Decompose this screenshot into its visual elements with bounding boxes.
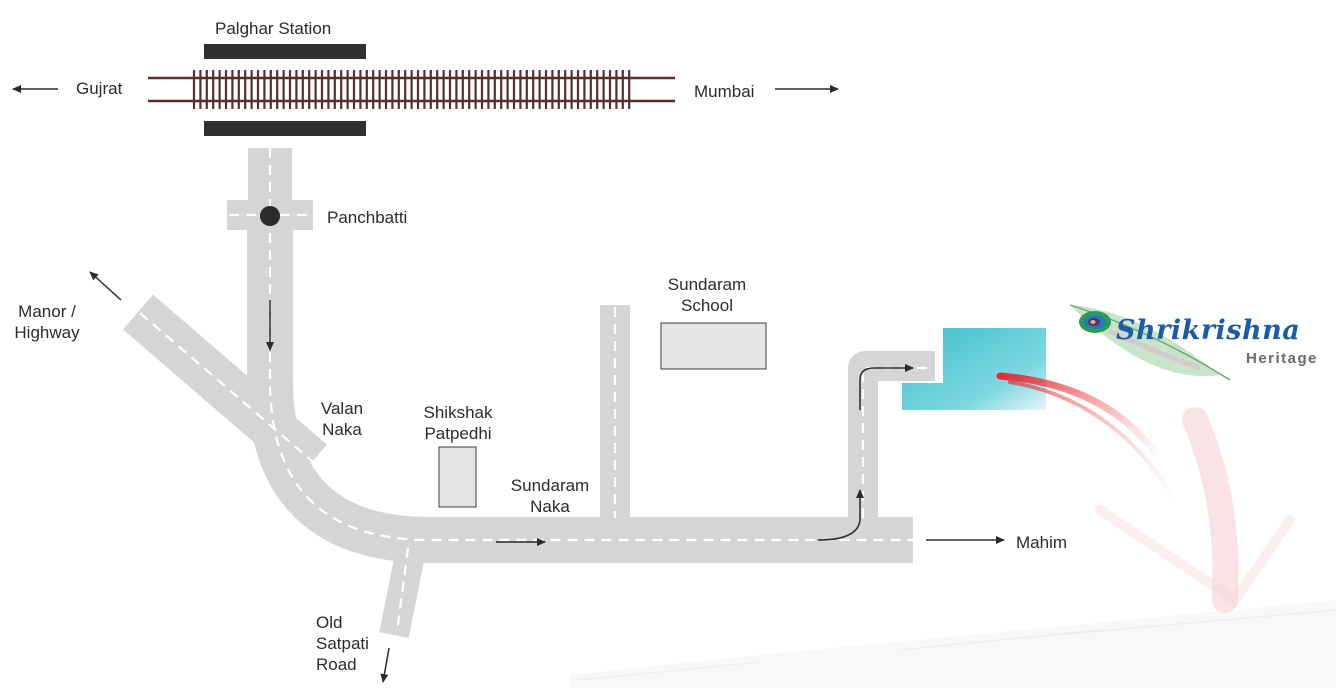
faded-map-sheet xyxy=(570,600,1336,688)
manor-label-line2: Highway xyxy=(14,323,80,342)
sundaram-naka-label: Sundaram Naka xyxy=(502,475,598,517)
project-site xyxy=(902,328,1046,410)
shikshak-patpedhi-label: Shikshak Patpedhi xyxy=(414,402,502,444)
mahim-label: Mahim xyxy=(1016,533,1068,552)
old-satpati-line1: Old xyxy=(316,613,343,632)
peacock-feather-logo xyxy=(1069,304,1231,381)
mumbai-label: Mumbai xyxy=(694,82,755,101)
panchbatti-label: Panchbatti xyxy=(327,208,408,227)
railway-track xyxy=(148,70,675,109)
old-satpati-road-label: Old Satpati Road xyxy=(316,612,369,675)
sundaram-school-label: Sundaram School xyxy=(658,274,756,316)
manor-label-line1: Manor / xyxy=(18,302,76,321)
sundaram-naka-line2: Naka xyxy=(530,497,570,516)
valan-naka-label: Valan Naka xyxy=(312,398,372,440)
brand-name: Shrikrishna xyxy=(1116,315,1301,346)
shikshak-label-line2: Patpedhi xyxy=(424,424,492,443)
manor-arrow xyxy=(89,271,122,301)
valan-label-line1: Valan xyxy=(320,399,364,418)
panchbatti-junction-marker xyxy=(260,206,280,226)
brand-logo: Shrikrishna Heritage xyxy=(1116,315,1326,368)
direction-arrows xyxy=(12,85,1005,683)
valan-label-line2: Naka xyxy=(322,420,362,439)
palghar-station-label: Palghar Station xyxy=(215,19,332,38)
pointer-swoosh xyxy=(996,372,1295,613)
sundaram-naka-line1: Sundaram xyxy=(510,476,590,495)
route-arrows xyxy=(266,300,914,546)
sundaram-school-line2: School xyxy=(681,296,733,315)
shikshak-patpedhi-building xyxy=(438,446,477,508)
brand-subtitle: Heritage xyxy=(1246,350,1319,367)
old-satpati-line3: Road xyxy=(316,655,357,674)
gujrat-label: Gujrat xyxy=(76,79,123,98)
manor-highway-label: Manor / Highway xyxy=(4,301,90,343)
old-satpati-line2: Satpati xyxy=(316,634,369,653)
platform-top xyxy=(204,44,366,59)
platform-bottom xyxy=(204,121,366,136)
sundaram-school-building xyxy=(660,322,767,370)
sundaram-school-line1: Sundaram xyxy=(667,275,747,294)
satpati-arrow xyxy=(380,647,390,683)
shikshak-label-line1: Shikshak xyxy=(423,403,493,422)
road-network xyxy=(122,148,935,638)
